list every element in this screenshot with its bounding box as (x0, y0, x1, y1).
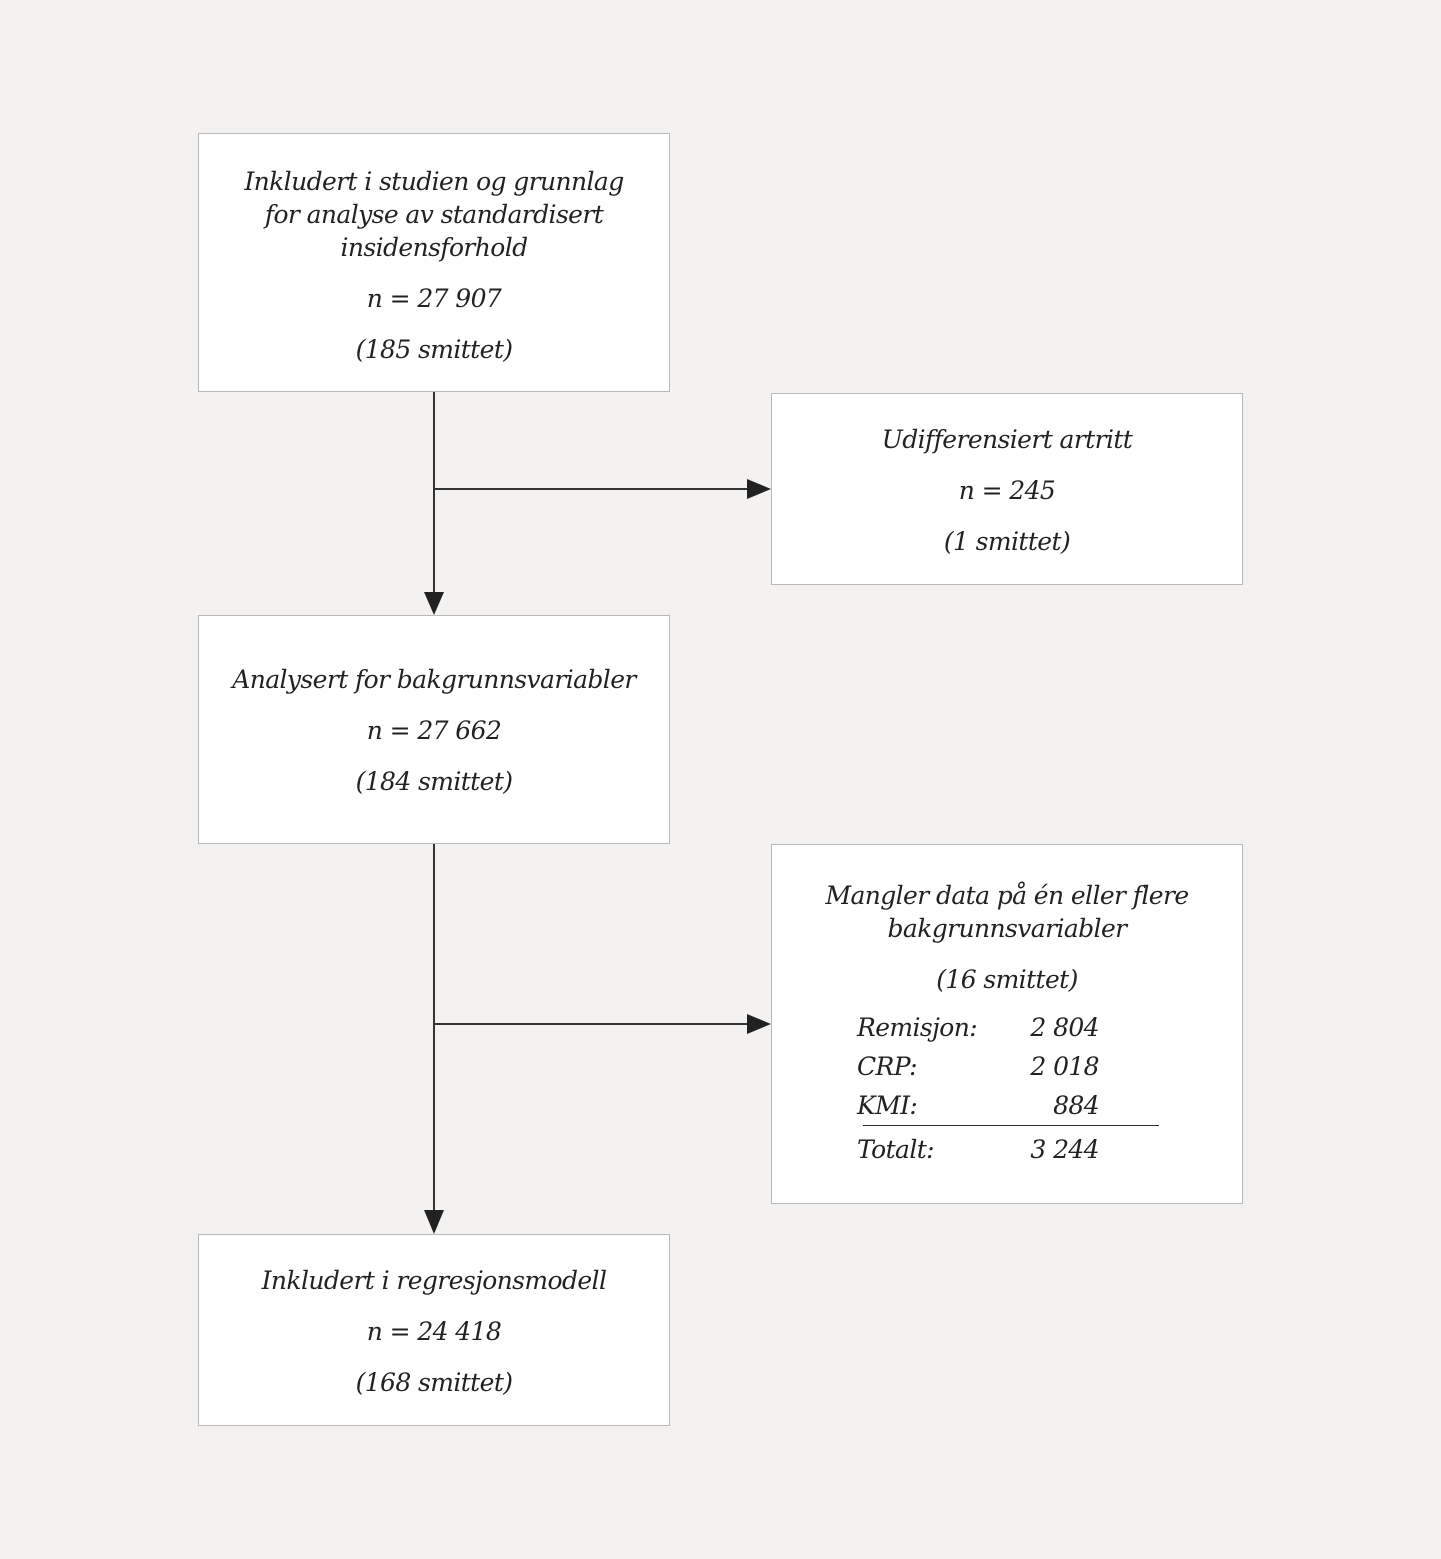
missing-row-value: 2 018 (1030, 1052, 1099, 1081)
box-analysed-title: Analysert for bakgrunnsvariabler (232, 665, 636, 694)
missing-row-total: Totalt: 3 244 (857, 1130, 1100, 1169)
box-udifferensiert-artritt: Udifferensiert artritt n = 245 (1 smitte… (771, 393, 1243, 585)
box-analysed-background-variables: Analysert for bakgrunnsvariabler n = 27 … (198, 615, 670, 844)
box-regression-infected: (168 smittet) (355, 1368, 513, 1397)
box-included-n: n = 27 907 (366, 284, 502, 313)
box-included-infected: (185 smittet) (355, 335, 513, 364)
box-included-title: Inkludert i studien og grunnlag for anal… (244, 167, 624, 262)
box-udiff-n: n = 245 (958, 476, 1056, 505)
box-udiff-title: Udifferensiert artritt (881, 425, 1133, 454)
missing-row-kmi: KMI: 884 (857, 1086, 1100, 1125)
box-regression-title: Inkludert i regresjonsmodell (261, 1266, 607, 1295)
missing-total-value: 3 244 (1030, 1135, 1099, 1164)
arrowhead-to-missing (747, 1014, 771, 1034)
missing-row-crp: CRP: 2 018 (857, 1047, 1100, 1086)
box-missing-infected: (16 smittet) (936, 965, 1078, 994)
missing-total-label: Totalt: (857, 1135, 935, 1164)
arrowhead-included-to-analysed (424, 592, 444, 615)
missing-total-divider (863, 1125, 1159, 1126)
box-regression-model: Inkludert i regresjonsmodell n = 24 418 … (198, 1234, 670, 1426)
box-missing-title: Mangler data på én eller flere bakgrunns… (825, 881, 1189, 943)
arrowhead-analysed-to-regression (424, 1210, 444, 1234)
box-analysed-infected: (184 smittet) (355, 767, 513, 796)
missing-row-label: KMI: (857, 1091, 918, 1120)
missing-row-label: CRP: (857, 1052, 918, 1081)
box-analysed-n: n = 27 662 (366, 716, 502, 745)
missing-row-value: 884 (1053, 1091, 1100, 1120)
arrowhead-to-udifferensiert (747, 479, 771, 499)
box-included-in-study: Inkludert i studien og grunnlag for anal… (198, 133, 670, 392)
missing-row-remisjon: Remisjon: 2 804 (857, 1008, 1100, 1047)
missing-data-table: Remisjon: 2 804 CRP: 2 018 KMI: 884 Tota… (857, 1008, 1159, 1169)
box-regression-n: n = 24 418 (366, 1317, 502, 1346)
missing-row-label: Remisjon: (857, 1013, 978, 1042)
box-missing-data: Mangler data på én eller flere bakgrunns… (771, 844, 1243, 1204)
box-udiff-infected: (1 smittet) (943, 527, 1071, 556)
missing-row-value: 2 804 (1030, 1013, 1099, 1042)
